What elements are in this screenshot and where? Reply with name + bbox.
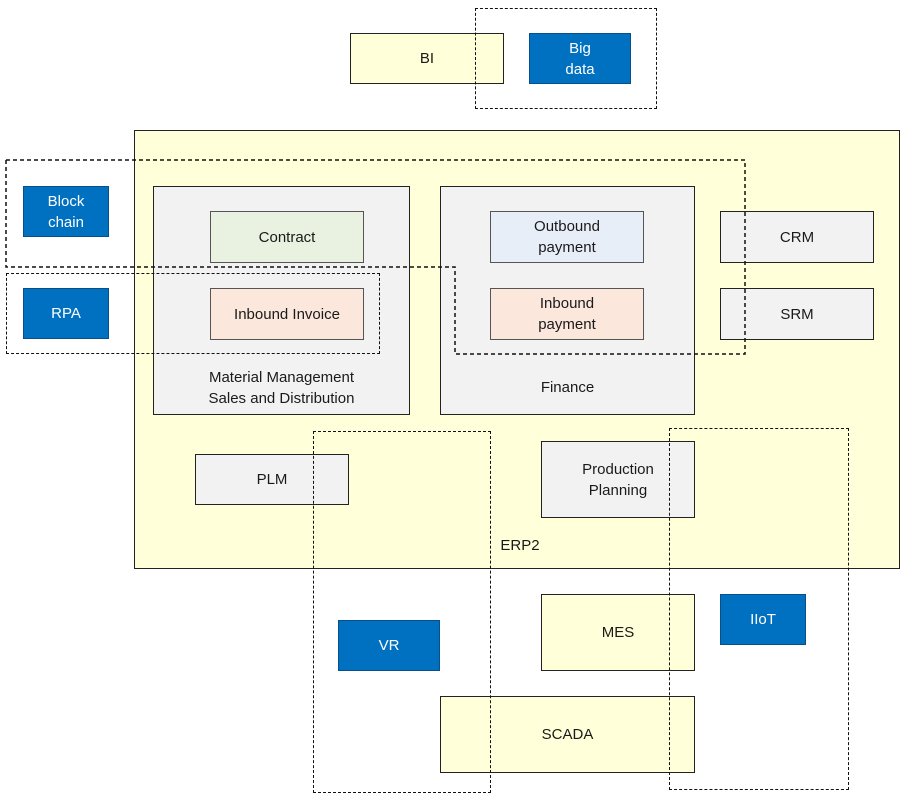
plm-box: PLM (195, 454, 349, 505)
vr-box: VR (338, 620, 440, 671)
srm-box: SRM (720, 288, 874, 340)
inbound-invoice-box: Inbound Invoice (210, 288, 364, 340)
outbound-payment-box: Outbound payment (490, 211, 644, 263)
finance-label: Finance (540, 379, 595, 396)
contract-box: Contract (210, 211, 364, 263)
erp2-label: ERP2 (500, 537, 540, 554)
crm-box: CRM (720, 211, 874, 263)
iiot-box: IIoT (720, 594, 806, 645)
material-management-label: Material Management Sales and Distributi… (208, 369, 355, 407)
production-planning-box: Production Planning (541, 441, 695, 518)
scada-box: SCADA (440, 696, 695, 773)
mes-box: MES (541, 594, 695, 671)
big-data-box: Big data (529, 33, 631, 84)
rpa-box: RPA (23, 288, 109, 339)
block-chain-box: Block chain (23, 186, 109, 237)
inbound-payment-box: Inbound payment (490, 288, 644, 340)
bi-box: BI (350, 33, 504, 84)
